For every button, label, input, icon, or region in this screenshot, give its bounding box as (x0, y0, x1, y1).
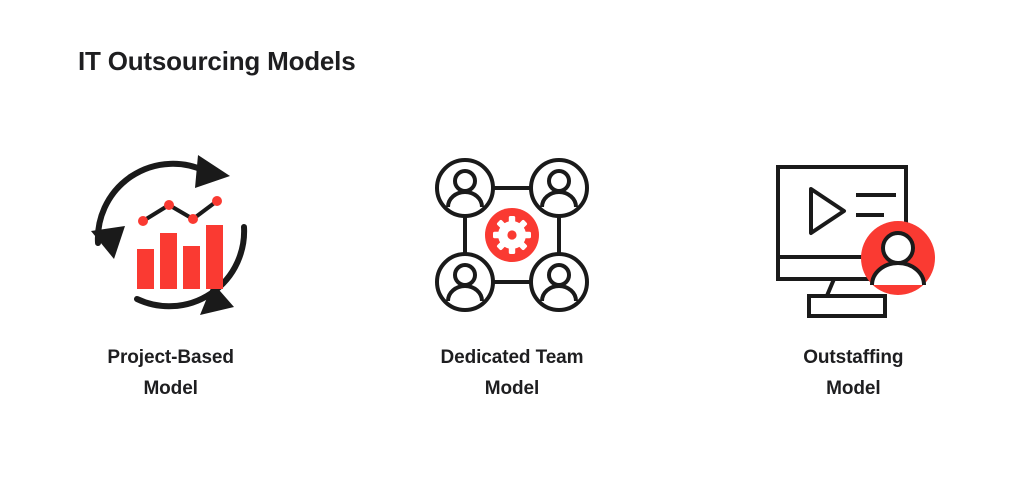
model-card-outstaffing[interactable]: Outstaffing Model (683, 140, 1024, 404)
model-card-dedicated-team[interactable]: Dedicated Team Model (341, 140, 682, 404)
page-title: IT Outsourcing Models (78, 46, 356, 76)
model-label-line-2: Model (143, 378, 198, 399)
model-label-line-1: Project-Based (107, 347, 234, 368)
model-card-project-based[interactable]: Project-Based Model (0, 140, 341, 404)
model-label-line-2: Model (484, 378, 540, 399)
model-card-label: Outstaffing Model (803, 342, 903, 404)
model-card-label: Project-Based Model (107, 342, 234, 404)
model-label-line-1: Dedicated Team (440, 347, 584, 368)
monitor-user-icon (753, 140, 953, 330)
models-row: Project-Based Model (0, 140, 1024, 404)
cycle-bar-chart-icon (71, 140, 271, 330)
model-label-line-1: Outstaffing (803, 347, 904, 368)
model-card-label: Dedicated Team Model (441, 342, 584, 404)
model-label-line-2: Model (826, 378, 881, 399)
team-network-gear-icon (412, 140, 612, 330)
